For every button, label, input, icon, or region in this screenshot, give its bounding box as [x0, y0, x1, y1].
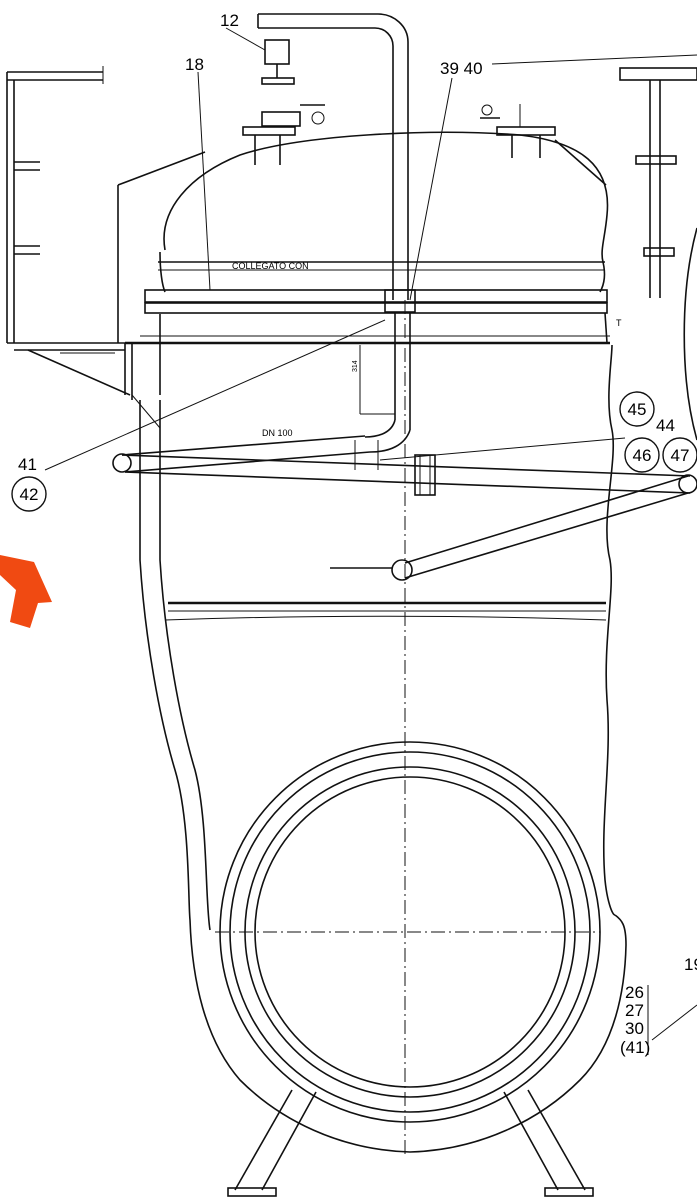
- callout-46: 46: [633, 446, 652, 465]
- callout-42: 42: [20, 485, 39, 504]
- callout-47: 47: [671, 446, 690, 465]
- callout-18: 18: [185, 55, 204, 74]
- note-dn-100: DN 100: [262, 428, 293, 438]
- callout-19: 19: [684, 955, 697, 974]
- right-column: [619, 67, 697, 441]
- callout-27: 27: [625, 1001, 644, 1020]
- vessel-dome: [117, 131, 609, 343]
- callout-30: 30: [625, 1019, 644, 1038]
- note-collegato-con: COLLEGATO CON: [232, 261, 309, 271]
- up-arrow-icon: [0, 555, 52, 628]
- left-platform: [6, 66, 161, 429]
- top-nozzles: [242, 13, 556, 300]
- callout-45-bubble: [619, 391, 655, 427]
- leader-lines: [44, 27, 697, 1055]
- vessel-body: [139, 344, 627, 1153]
- support-legs: [227, 1089, 594, 1197]
- callout-39-40: 39 40: [440, 59, 483, 78]
- body-flange: [125, 289, 610, 345]
- callout-42-bubble: [11, 476, 47, 512]
- inner-pipe: [359, 289, 416, 453]
- note-mark-t: T: [616, 318, 622, 328]
- centerlines: [215, 300, 600, 1155]
- callout-46-bubble: [624, 437, 660, 473]
- heating-coil: [112, 435, 697, 581]
- callout-41-paren: (41): [620, 1038, 650, 1057]
- callout-41: 41: [18, 455, 37, 474]
- callout-47-bubble: [662, 437, 697, 473]
- callout-45: 45: [628, 400, 647, 419]
- callout-26: 26: [625, 983, 644, 1002]
- callout-12: 12: [220, 11, 239, 30]
- note-dimension-314: 314: [352, 360, 359, 372]
- callout-44: 44: [656, 416, 675, 435]
